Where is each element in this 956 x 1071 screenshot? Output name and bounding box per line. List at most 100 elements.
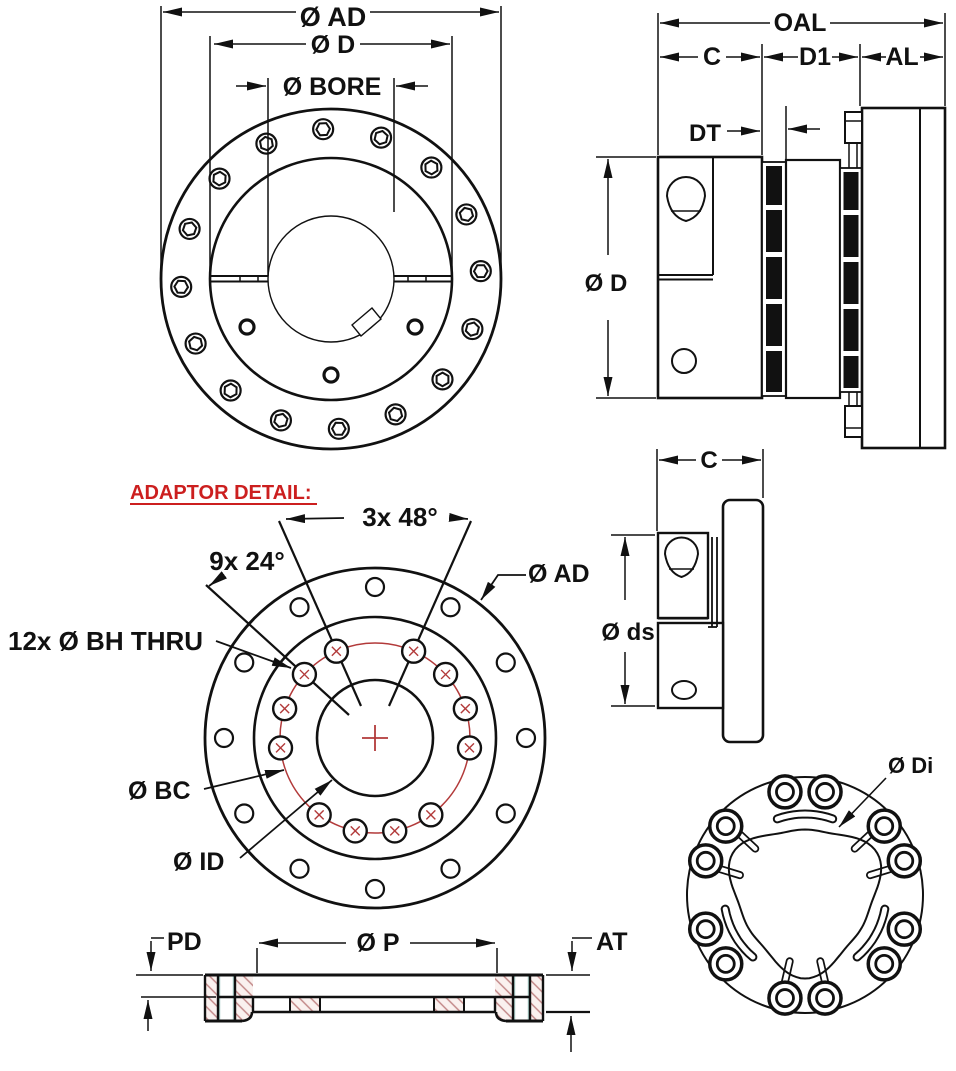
adaptor-hole-pattern: [213, 576, 537, 900]
dim-oal: OAL: [774, 9, 827, 37]
dim-adaptor-c: C: [700, 447, 717, 474]
dim-adaptor-bc: Ø BC: [128, 777, 191, 805]
element-view: Ø Di: [686, 753, 933, 1016]
bolt-hole-center-mark: [440, 669, 451, 680]
hex-bolt-socket: [315, 122, 332, 137]
bolt-hole-center-mark: [314, 809, 325, 820]
adaptor-outer-hole: [440, 858, 461, 879]
hex-bolt-socket: [187, 335, 204, 352]
adaptor-leaders: [203, 512, 526, 859]
dim-ds: Ø ds: [601, 619, 654, 646]
front-dimensions: [160, 6, 502, 279]
adaptor-outer-hole: [495, 652, 516, 673]
front-bolt-pattern: [170, 118, 492, 440]
hex-bolt-socket: [330, 421, 347, 436]
element-grommet-bore: [695, 850, 716, 871]
hub-lower-block: [656, 621, 725, 710]
element-bolt-head-bottom: [844, 392, 863, 438]
element-grommet-bore: [775, 782, 795, 802]
adaptor-outer-hole: [515, 727, 537, 749]
adaptor-plate: [721, 498, 765, 744]
dim-front-ad: Ø AD: [300, 2, 367, 32]
side-view: OAL C D1 AL DT Ø D: [585, 9, 947, 450]
bolt-hole-center-mark: [464, 742, 475, 753]
element-outer-circle: [686, 776, 924, 1014]
hub-screw-hole-small: [671, 680, 697, 700]
hex-bolt-socket: [387, 406, 404, 423]
element-grommet-bore: [815, 988, 835, 1008]
bolt-hole-center-mark: [389, 825, 400, 836]
adaptor-outer-hole: [364, 576, 386, 598]
front-outer-circle: [159, 107, 503, 451]
dim-dt: DT: [689, 120, 721, 147]
adaptor-plate-side: [860, 106, 947, 450]
element-detail: [687, 774, 923, 1016]
hex-bolt-socket: [458, 206, 475, 223]
element-inner-profile: [727, 828, 883, 980]
element-grommet-bore: [874, 816, 895, 837]
hex-bolt-socket: [472, 264, 489, 279]
element-slot-inner: [774, 811, 836, 822]
adaptor-outer-hole: [289, 858, 310, 879]
hub-clamp-hole-small: [663, 536, 700, 579]
element-grommet-bore: [775, 988, 795, 1008]
bolt-hole-center-mark: [275, 742, 286, 753]
dim-group-angle: 3x 48°: [362, 502, 437, 532]
keyway: [351, 307, 382, 337]
bolt-hole-center-mark: [460, 703, 471, 714]
adaptor-outer-hole: [213, 727, 235, 749]
hex-bolt-socket: [464, 321, 481, 337]
element-grommet-bore: [695, 919, 716, 940]
section-dimensions: [136, 937, 592, 1052]
dim-adaptor-ad: Ø AD: [528, 560, 590, 588]
bolt-hole-center-mark: [408, 646, 419, 657]
bolt-hole-center-mark: [425, 809, 436, 820]
side-dimensions: [596, 13, 946, 399]
dim-front-bore: Ø BORE: [283, 73, 382, 101]
dim-p: Ø P: [356, 929, 399, 957]
hex-bolt-socket: [373, 129, 389, 146]
hex-bolt-socket: [273, 412, 289, 429]
adaptor-outer-hole: [440, 597, 461, 618]
element-bolt-head-top: [844, 111, 863, 168]
hub-clamp-hole: [665, 176, 707, 223]
hub-screw-hole: [671, 348, 697, 374]
element-grommet-bore: [894, 850, 915, 871]
element-grommet-bore: [715, 816, 736, 837]
adaptor-outer-hole: [234, 652, 255, 673]
clamp-split-line: [210, 275, 452, 283]
bolt-hole-center-mark: [299, 669, 310, 680]
dim-front-d: Ø D: [311, 31, 355, 59]
hex-bolt-socket: [223, 382, 238, 399]
element-grommet-bore: [874, 953, 895, 974]
dim-al: AL: [885, 43, 918, 71]
section-view: PD Ø P AT: [136, 928, 627, 1052]
dim-bolt-thru: 12x Ø BH THRU: [8, 626, 203, 656]
adaptor-outer-hole: [289, 597, 310, 618]
dim-adaptor-id: Ø ID: [173, 848, 224, 876]
dim-d1: D1: [799, 43, 831, 71]
front-view: Ø AD Ø D Ø BORE: [159, 2, 503, 451]
hex-bolt-socket: [258, 135, 274, 152]
adaptor-side-dimensions: [611, 449, 764, 707]
adaptor-side-view: C Ø ds: [601, 447, 765, 744]
adaptor-id-circle: [315, 678, 435, 798]
hex-bolt-socket: [212, 170, 227, 187]
dim-pd: PD: [167, 928, 202, 956]
bolt-hole-center-mark: [331, 646, 342, 657]
adaptor-pilot-circle: [252, 615, 498, 861]
hex-bolt-socket: [435, 371, 450, 388]
dim-at: AT: [596, 928, 627, 956]
adaptor-outer-hole: [495, 803, 516, 824]
element-slot-inner: [854, 906, 888, 960]
dim-c: C: [703, 43, 721, 71]
adaptor-outer-hole: [234, 803, 255, 824]
front-hub-circle: [208, 156, 454, 402]
spacer: [784, 158, 842, 400]
dim-side-d: Ø D: [585, 270, 628, 297]
bolt-hole-center-mark: [279, 703, 290, 714]
adaptor-outer-circle: [203, 566, 547, 910]
clamp-screw-holes: [238, 318, 424, 384]
